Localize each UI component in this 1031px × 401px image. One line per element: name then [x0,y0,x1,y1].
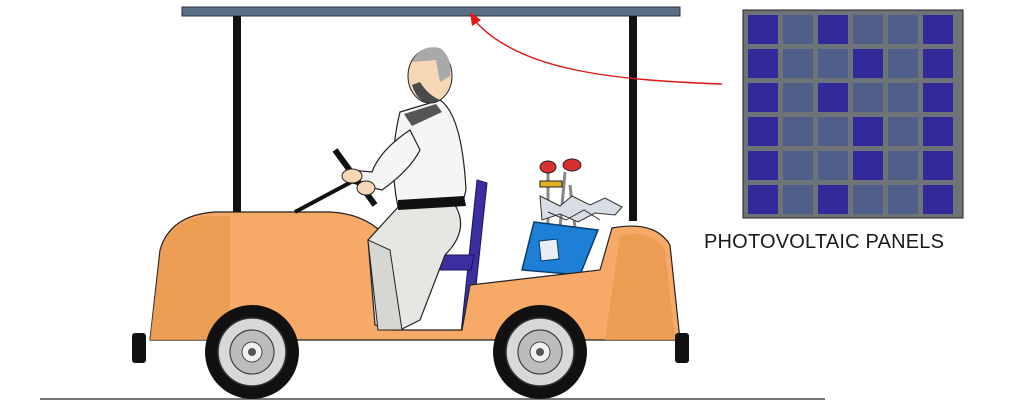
front-wheel [205,305,299,399]
pv-cell [748,49,778,78]
pv-cell [853,15,883,44]
photovoltaic-panels-label: PHOTOVOLTAIC PANELS [704,231,945,253]
pv-cell [783,15,813,44]
roof-post-rear [629,16,637,221]
pv-cell [888,151,918,180]
pv-cell [923,15,953,44]
pv-cell [923,151,953,180]
pv-cell [783,83,813,112]
pv-cell [923,83,953,112]
pv-cell [888,15,918,44]
pv-cell [748,83,778,112]
roof-post-front [233,16,241,216]
pv-cell [818,15,848,44]
cart-roof [181,6,681,17]
pv-cell [923,117,953,146]
rear-wheel [493,305,587,399]
photovoltaic-panel [742,9,964,219]
pv-cell [853,49,883,78]
pv-cell [853,83,883,112]
driver [294,47,467,331]
pv-cell [748,151,778,180]
pv-cell [818,151,848,180]
pv-cell [748,185,778,214]
pv-cell [923,185,953,214]
pv-cell [818,49,848,78]
pv-cell [888,49,918,78]
pv-cell [888,117,918,146]
pv-cell [853,151,883,180]
pv-cell [748,15,778,44]
pv-cell [748,117,778,146]
pv-cell [783,49,813,78]
pv-cell [888,83,918,112]
pv-cell [888,185,918,214]
pv-cell [818,117,848,146]
golf-bag [521,158,623,276]
pv-cell [818,185,848,214]
arrow [470,12,723,85]
pv-cell [853,117,883,146]
pv-cell [923,49,953,78]
pv-cell [783,117,813,146]
pv-cell [783,151,813,180]
pv-cell [818,83,848,112]
pv-cell [783,185,813,214]
pv-cell [853,185,883,214]
